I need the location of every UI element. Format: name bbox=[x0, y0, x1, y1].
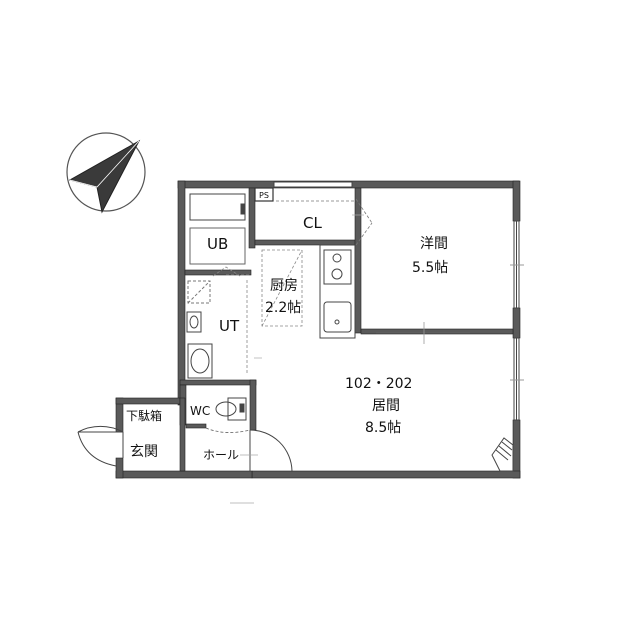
western-size-label: 5.5帖 bbox=[412, 260, 448, 276]
wc-label: WC bbox=[190, 404, 210, 418]
interior-walls bbox=[179, 187, 514, 472]
ps-box bbox=[254, 187, 274, 202]
hall-label: ホール bbox=[203, 448, 239, 462]
ps-label: PS bbox=[259, 191, 269, 200]
kitchen-name-label: 厨房 bbox=[270, 278, 298, 294]
western-name-label: 洋間 bbox=[420, 236, 448, 252]
ub-label: UB bbox=[207, 235, 228, 253]
reference-ticks bbox=[230, 214, 364, 504]
wc-door bbox=[205, 427, 251, 433]
kitchen-counter bbox=[319, 244, 356, 339]
north-arrow-icon bbox=[66, 132, 146, 214]
utility-fixtures bbox=[186, 280, 213, 379]
western-sliding-door bbox=[376, 322, 470, 344]
corner-step bbox=[491, 437, 514, 472]
windows bbox=[273, 181, 524, 421]
ut-door bbox=[212, 266, 249, 375]
entrance-label: 玄関 bbox=[130, 443, 158, 460]
unit-number-label: 102・202 bbox=[345, 376, 412, 392]
entrance-door bbox=[77, 425, 124, 467]
hall-door bbox=[249, 429, 293, 472]
kitchen-size-label: 2.2帖 bbox=[265, 300, 301, 316]
closet-doors bbox=[276, 198, 373, 246]
living-size-label: 8.5帖 bbox=[365, 420, 401, 436]
fridge-space bbox=[261, 249, 303, 327]
unit-bath bbox=[189, 193, 246, 265]
ut-label: UT bbox=[219, 317, 240, 335]
shoe-box-label: 下駄箱 bbox=[126, 408, 162, 423]
toilet bbox=[215, 397, 247, 421]
cl-label: CL bbox=[303, 214, 322, 232]
living-name-label: 居間 bbox=[372, 398, 400, 414]
